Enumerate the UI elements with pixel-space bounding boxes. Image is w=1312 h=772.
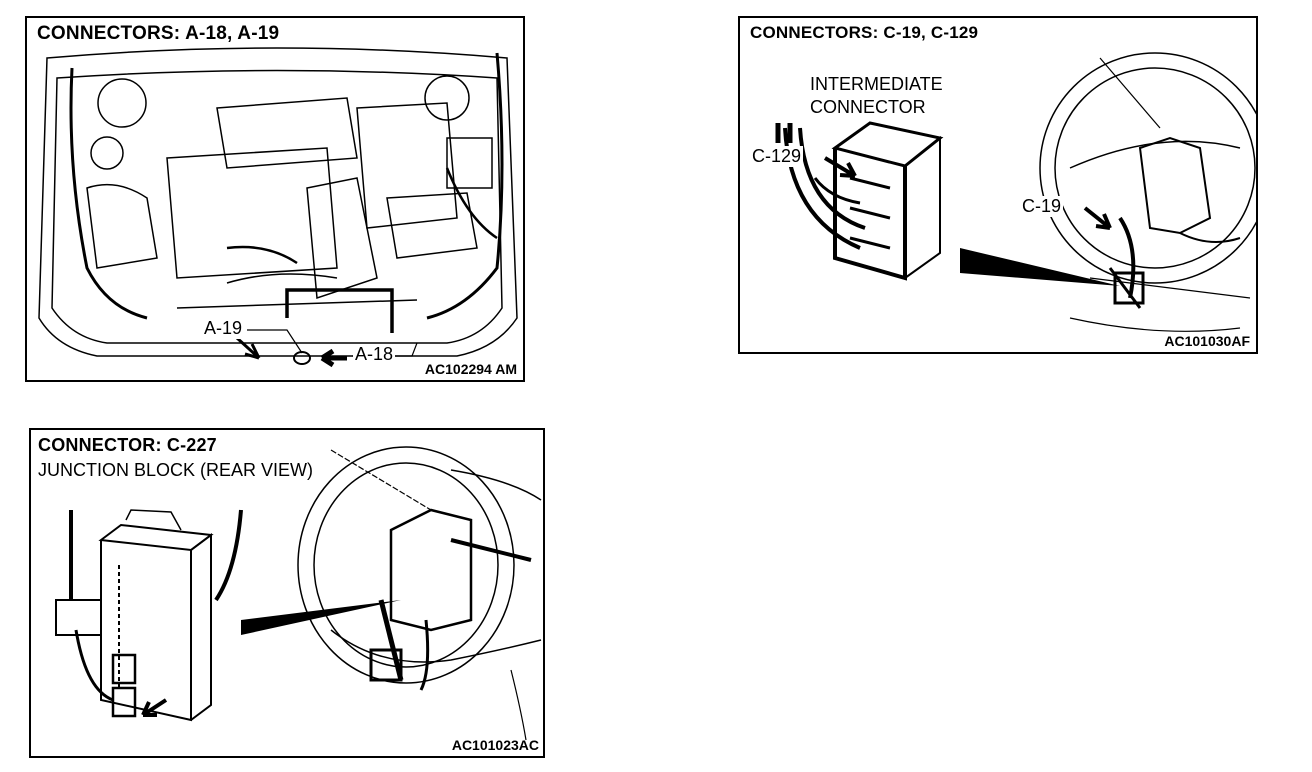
connector-label-c129: C-129 xyxy=(750,146,804,167)
panel-title: CONNECTORS: C-19, C-129 xyxy=(750,23,979,42)
connector-label-a19: A-19 xyxy=(202,318,245,339)
panel-subtitle: JUNCTION BLOCK (REAR VIEW) xyxy=(38,460,314,480)
intermediate-connector-label-line1: INTERMEDIATE xyxy=(810,74,943,94)
diagram-panel-c227: CONNECTOR: C-227 JUNCTION BLOCK (REAR VI… xyxy=(29,428,545,758)
connector-label-c19: C-19 xyxy=(1020,196,1064,217)
intermediate-connector-illustration xyxy=(775,52,1256,332)
diagram-panel-a18-a19: CONNECTORS: A-18, A-19 A-19 A-18 AC10229… xyxy=(25,16,525,382)
illustration-code: AC101023AC xyxy=(451,737,539,753)
diagram-panel-c19-c129: CONNECTORS: C-19, C-129 INTERMEDIATE CON… xyxy=(738,16,1258,354)
illustration-code: AC101030AF xyxy=(1164,333,1250,349)
junction-block-illustration xyxy=(55,446,542,741)
engine-bay-illustration xyxy=(38,47,518,368)
intermediate-connector-label-line2: CONNECTOR xyxy=(810,97,926,117)
connector-label-a18: A-18 xyxy=(353,344,396,365)
illustration-code: AC102294 AM xyxy=(424,361,517,377)
panel-title: CONNECTORS: A-18, A-19 xyxy=(37,23,280,44)
panel-title: CONNECTOR: C-227 xyxy=(38,435,217,455)
